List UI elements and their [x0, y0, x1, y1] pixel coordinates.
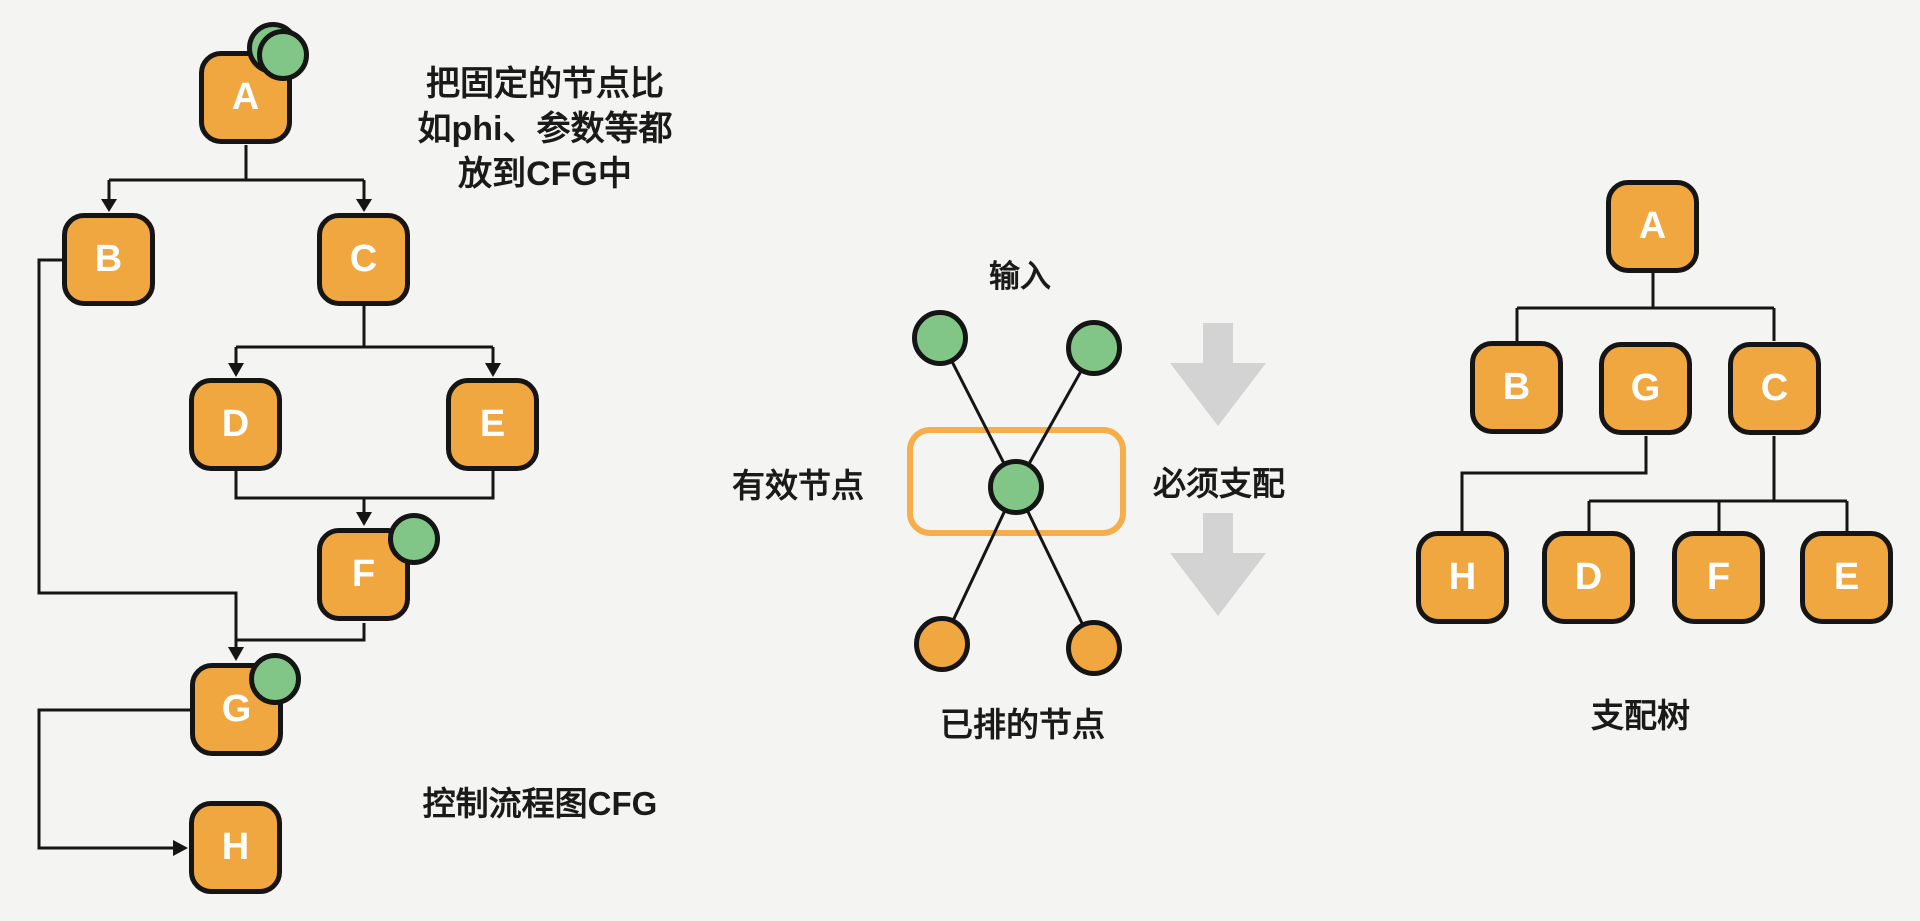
valid-node-label: 有效节点	[732, 467, 864, 504]
cfg-edge-a-bc	[107, 145, 366, 203]
arrowhead-into-b	[101, 199, 117, 212]
cfg-node-b: B	[62, 213, 155, 306]
domtree-node-e: E	[1800, 531, 1893, 624]
down-arrow-icon-bottom	[1170, 513, 1266, 616]
cfg-node-a: A	[199, 51, 292, 144]
arrowhead-into-g	[228, 647, 244, 661]
cfg-note-line-3: 放到CFG中	[458, 155, 632, 193]
arrowhead-into-d	[228, 363, 244, 377]
pinned-node-badge-icon	[249, 653, 301, 705]
arrowhead-into-e	[485, 363, 501, 377]
cfg-node-e: E	[446, 378, 539, 471]
input-node-circle-right	[1066, 320, 1122, 376]
scheduler-spoke-lines	[938, 337, 1096, 649]
domtree-caption: 支配树	[1591, 697, 1690, 734]
domtree-edge-g-h	[1460, 436, 1648, 531]
arrowhead-into-f	[356, 512, 372, 526]
cfg-edge-g-h	[37, 708, 190, 850]
scheduled-node-circle-right	[1066, 620, 1122, 676]
domtree-node-h: H	[1416, 531, 1509, 624]
domtree-edge-c-dfe	[1587, 436, 1849, 531]
cfg-node-f: F	[317, 528, 410, 621]
domtree-node-g: G	[1599, 342, 1692, 435]
valid-node-circle	[988, 459, 1044, 515]
cfg-edge-de-f	[234, 471, 495, 514]
down-arrow-icon-top	[1170, 323, 1266, 426]
domtree-node-c: C	[1728, 342, 1821, 435]
domtree-edge-a-bc	[1515, 273, 1776, 341]
pinned-node-badge-icon	[257, 29, 309, 81]
arrowhead-into-h	[173, 840, 188, 856]
cfg-edge-c-de	[234, 306, 495, 365]
cfg-note-line-1: 把固定的节点比	[426, 65, 664, 103]
cfg-node-h: H	[189, 801, 282, 894]
domtree-node-a: A	[1606, 180, 1699, 273]
cfg-node-c: C	[317, 213, 410, 306]
valid-node-box	[907, 427, 1126, 536]
cfg-edge-bf-g	[37, 258, 366, 649]
domtree-node-f: F	[1672, 531, 1765, 624]
arrowhead-into-c	[356, 199, 372, 212]
scheduled-node-circle-left	[914, 616, 970, 672]
cfg-node-d: D	[189, 378, 282, 471]
must-dominate-label: 必须支配	[1153, 465, 1285, 502]
cfg-caption: 控制流程图CFG	[422, 785, 658, 822]
domtree-node-b: B	[1470, 341, 1563, 434]
scheduled-nodes-label: 已排的节点	[940, 706, 1105, 743]
scheduler-input-label: 输入	[989, 259, 1051, 294]
cfg-note: 把固定的节点比 如phi、参数等都 放到CFG中	[385, 62, 705, 197]
domtree-node-d: D	[1542, 531, 1635, 624]
cfg-note-line-2: 如phi、参数等都	[417, 110, 673, 148]
pinned-node-badge-icon	[388, 513, 440, 565]
input-node-circle-left	[912, 310, 968, 366]
